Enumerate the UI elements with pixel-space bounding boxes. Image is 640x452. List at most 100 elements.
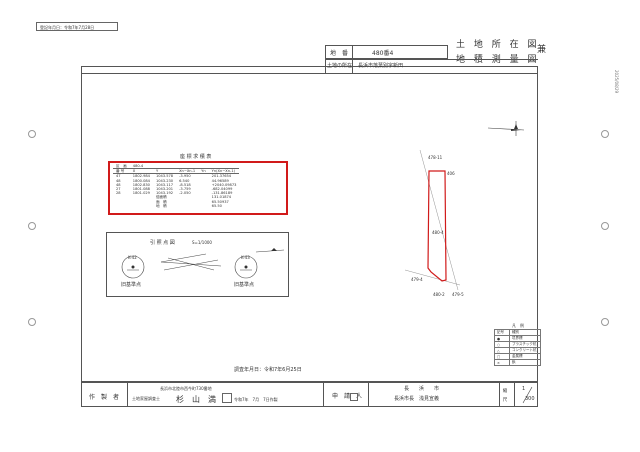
- coord-cell: -8.518: [179, 182, 191, 187]
- inset-label-right: 旧基準点: [234, 282, 255, 288]
- coord-cell: 1801.029: [132, 191, 150, 196]
- main-frame: [81, 66, 538, 382]
- registration-date: 登記年月日：令和7年7月28日: [40, 25, 95, 30]
- coord-cell: 47: [116, 174, 121, 179]
- preparer-addr: 長浜市北陸市西今町730番地: [160, 386, 212, 391]
- north-arrow: [487, 121, 525, 136]
- preparer-label: 作 製 者: [89, 394, 120, 401]
- registration-date-box: 登記年月日：令和7年7月28日: [36, 22, 118, 31]
- inset-scale: S=1/1000: [192, 240, 212, 245]
- coord-cell: 1802.830: [132, 182, 150, 187]
- chiban-box: [325, 45, 448, 59]
- coord-cell: 44.96589: [211, 178, 229, 183]
- coord-cell: [130, 204, 153, 208]
- legend-row: ×鋲: [494, 359, 541, 366]
- plot-label-top-right: 406: [447, 171, 455, 176]
- inset-label-left: 旧基準点: [121, 282, 142, 288]
- hole-1: [28, 130, 36, 138]
- chiban-divider: [352, 45, 353, 59]
- location-top-line: [325, 59, 538, 60]
- applicant-city: 長 浜 市: [404, 386, 440, 392]
- location-value: 長浜市落葉別字新田: [358, 63, 404, 69]
- plot-label-center: 480-4: [432, 230, 444, 235]
- document-title: 土 地 所 在 図 地 積 測 量 図: [456, 37, 539, 65]
- inset-point-left: K-42: [128, 255, 137, 260]
- coord-cell: 1800.084: [132, 178, 150, 183]
- coord-cell: [176, 204, 198, 208]
- location-left-line: [325, 59, 326, 73]
- location-bottom-line: [81, 73, 538, 74]
- coord-cell: 1802.984: [132, 174, 150, 179]
- coord-cell: 65.50: [211, 203, 222, 208]
- hole-3: [28, 318, 36, 326]
- applicant-name: 長浜市長 浅見宣義: [394, 396, 440, 402]
- coord-row: 27 1801.088 1043.201 -3.759 -682.04099: [113, 187, 239, 191]
- legend-title: 凡 例: [512, 323, 524, 328]
- footer-div-5: [514, 382, 515, 407]
- coord-cell: 201.37654: [211, 174, 232, 179]
- seal-stamp: [222, 393, 232, 403]
- coord-cell: 1043.578: [155, 174, 174, 179]
- coord-row: 48 1800.084 1043.230 6.540 44.96589: [113, 179, 239, 183]
- plot-label-bottom: 480-2: [433, 292, 445, 297]
- coord-cell: 番 号: [113, 168, 130, 175]
- coord-row: 地 積 65.50: [113, 204, 239, 208]
- side-stamp: 2025/08/29: [614, 70, 626, 170]
- coord-cell: [152, 164, 177, 170]
- footer-div-3: [368, 382, 369, 407]
- applicant-label: 申 請 人: [332, 393, 363, 400]
- coord-cell: 1043.230: [155, 178, 174, 183]
- coord-cell: Yn: [198, 168, 209, 175]
- coord-cell: +2040.09873: [211, 182, 237, 187]
- title-suffix: 兼: [537, 45, 547, 55]
- hole-4: [601, 130, 609, 138]
- preparer-title: 土地家屋調査士: [132, 396, 160, 401]
- chiban-value: 480番4: [372, 50, 394, 57]
- coord-cell: 65.50937: [211, 199, 229, 204]
- coord-cell: Xn−Xn-1: [176, 168, 199, 175]
- hole-2: [28, 222, 36, 230]
- coord-cell: 6.540: [179, 178, 190, 183]
- legend-cell: 鋲: [509, 359, 541, 366]
- scale-num: 1: [522, 386, 526, 392]
- title-line2: 地 積 測 量 図: [456, 55, 540, 65]
- applicant-seal: [350, 393, 358, 401]
- coord-cell: [208, 164, 240, 170]
- coord-cell: 地 積: [155, 203, 167, 208]
- coord-cell: 48: [116, 178, 121, 183]
- legend-table: 記号種別●境界標○プラスチック杭△コンクリート杭□金属標×鋲: [494, 329, 541, 366]
- title-line1: 土 地 所 在 図: [456, 40, 540, 50]
- coord-cell: Yn(Xn−Xn-1): [208, 168, 240, 175]
- coord-table-title: 座 標 求 積 表: [180, 154, 212, 160]
- coord-cell: 1801.088: [132, 187, 150, 192]
- coord-cell: 1043.117: [155, 182, 174, 187]
- side-stamp-text: 2025/08/29: [614, 70, 619, 94]
- coord-cell: -682.04099: [211, 187, 233, 192]
- hole-5: [601, 222, 609, 230]
- plot-label-left-bottom: 479-4: [411, 277, 423, 282]
- hole-6: [601, 318, 609, 326]
- coord-cell: 1043.201: [155, 187, 174, 192]
- parcel-plot: [404, 150, 461, 291]
- footer-div-1: [127, 382, 128, 407]
- coord-cell: Y: [152, 168, 177, 175]
- inset-title: 引 照 点 図: [150, 240, 175, 246]
- coord-cell: 48: [116, 182, 121, 187]
- coord-row: 48 1802.830 1043.117 -8.518 +2040.09873: [113, 183, 239, 187]
- coord-cell: 27: [116, 187, 121, 192]
- coord-cell: [176, 164, 199, 170]
- coord-cell: 131.01874: [211, 195, 232, 200]
- scale-den: 300: [525, 396, 535, 402]
- coord-cell: -3.759: [179, 187, 191, 192]
- inset-box: [106, 232, 289, 297]
- inset-drawing: [121, 248, 285, 279]
- location-label: 土地の所在: [327, 63, 353, 69]
- footer-div-4: [499, 382, 500, 407]
- coord-cell: [113, 204, 130, 208]
